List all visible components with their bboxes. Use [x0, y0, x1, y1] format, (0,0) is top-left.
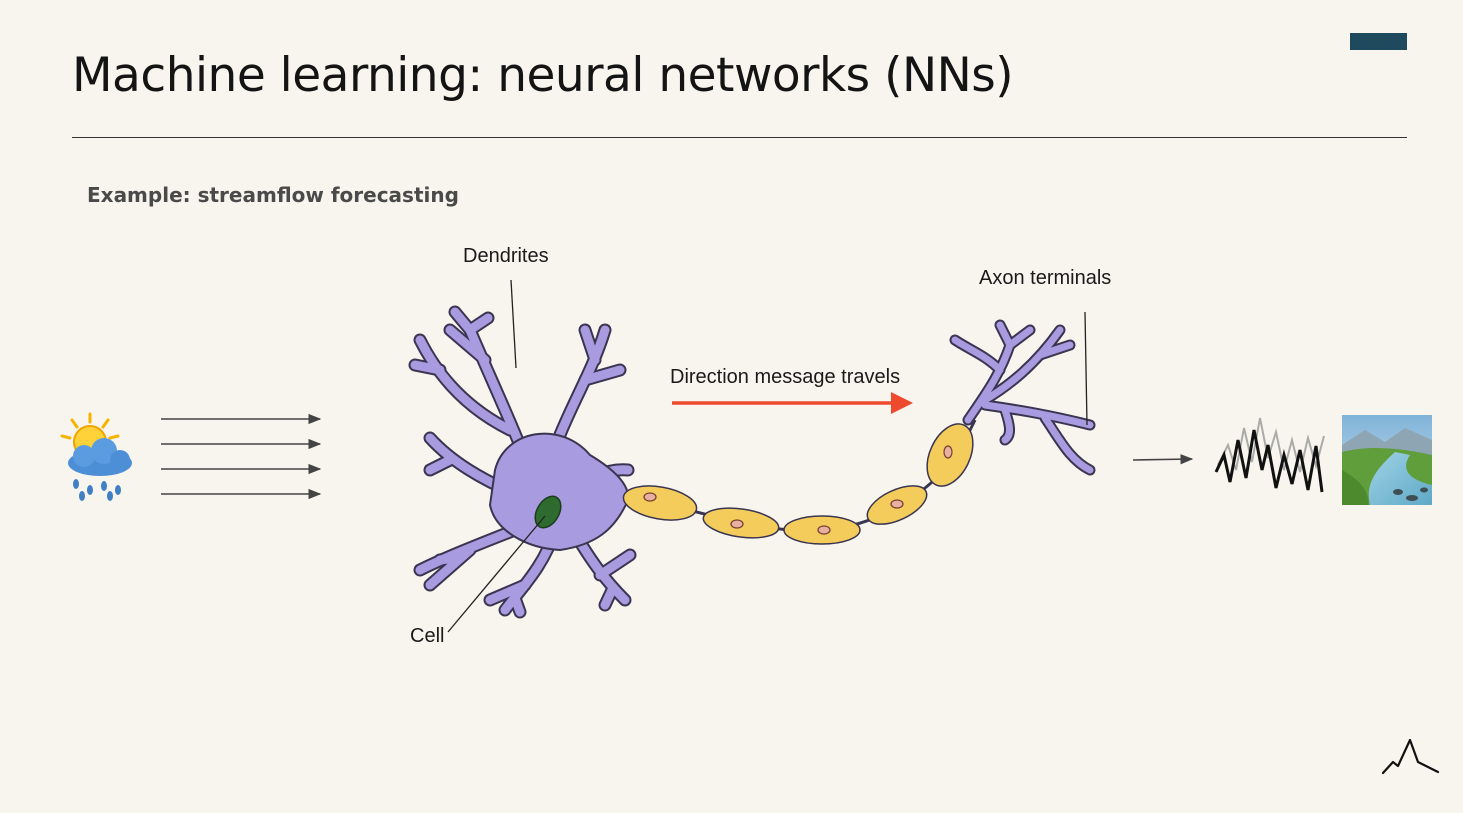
- streamflow-hydrograph-icon: [1214, 417, 1325, 493]
- title-divider: [72, 137, 1407, 138]
- output-arrow: [1132, 454, 1194, 465]
- label-direction: Direction message travels: [670, 366, 901, 388]
- accent-bar: [1350, 33, 1407, 50]
- sun-rain-cloud-icon: [60, 412, 132, 501]
- neuron-illustration: [408, 305, 1096, 619]
- label-cell: Cell: [410, 625, 445, 647]
- label-axon-terminals: Axon terminals: [979, 267, 1112, 289]
- leader-lines: [447, 279, 1088, 633]
- peak-logo-icon: [1381, 738, 1440, 775]
- label-dendrites: Dendrites: [463, 245, 549, 267]
- direction-arrow: [672, 392, 913, 414]
- slide-title: Machine learning: neural networks (NNs): [72, 48, 1014, 103]
- input-arrows: [161, 413, 322, 500]
- river-landscape-icon: [1342, 415, 1432, 505]
- slide-subtitle: Example: streamflow forecasting: [87, 183, 459, 207]
